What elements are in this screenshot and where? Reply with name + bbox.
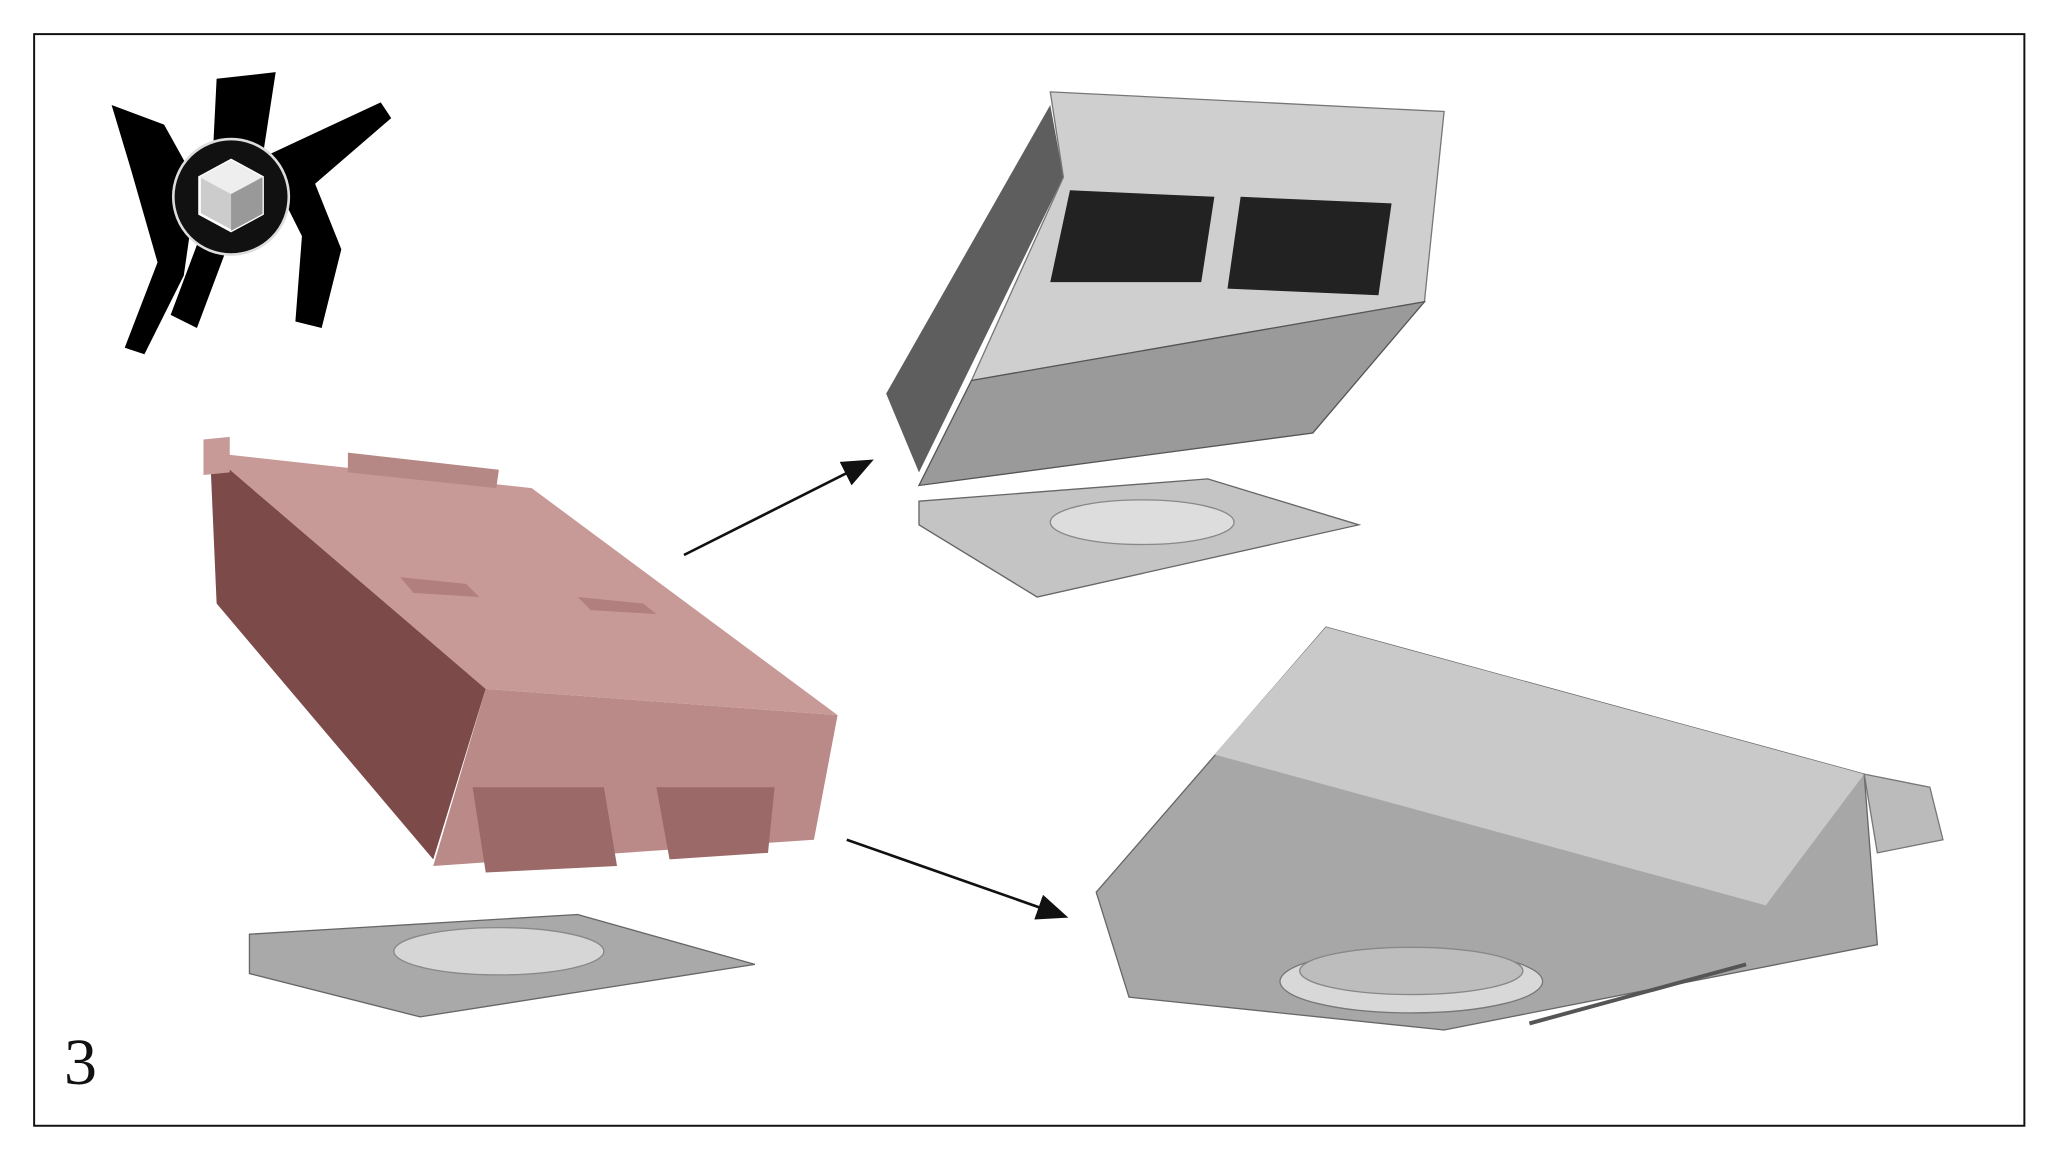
arrow-right-down: [846, 838, 1069, 920]
turret-ring-plate: [248, 913, 756, 1018]
assembled-underside-view: [1095, 626, 1944, 1031]
brand-logo: [111, 72, 392, 355]
page-frame: [33, 33, 2026, 1127]
arrow-right-up: [683, 459, 874, 557]
highlighted-part-box: [203, 436, 838, 873]
step-number: 3: [64, 1026, 97, 1099]
open-assembly-view: [886, 91, 1445, 598]
